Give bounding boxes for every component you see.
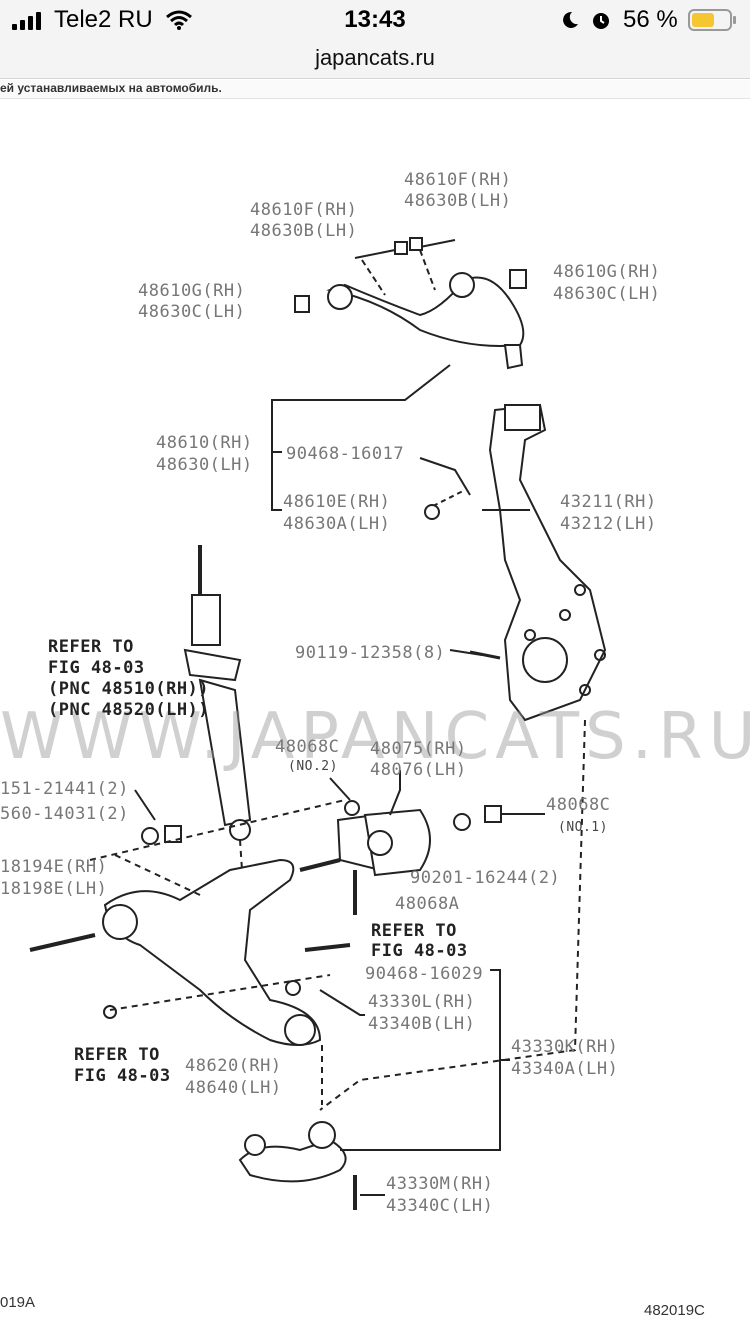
part-label[interactable]: 48630B(LH) xyxy=(250,221,358,241)
part-label[interactable]: 43330M(RH) xyxy=(386,1174,494,1194)
part-note: (NO.2) xyxy=(288,759,338,774)
part-label[interactable]: 90468-16017 xyxy=(286,444,405,464)
moon-icon xyxy=(563,11,578,28)
part-label[interactable]: 43330K(RH) xyxy=(511,1037,619,1057)
part-label[interactable]: 151-21441(2) xyxy=(0,779,129,799)
part-label[interactable]: 48610E(RH) xyxy=(283,492,391,512)
part-label[interactable]: 43330L(RH) xyxy=(368,992,476,1012)
part-label[interactable]: 48630(LH) xyxy=(156,455,253,475)
status-bar: Tele2 RU 13:43 56 % xyxy=(0,0,750,40)
part-label[interactable]: 48610(RH) xyxy=(156,433,253,453)
part-label[interactable]: 48620(RH) xyxy=(185,1056,282,1076)
part-label[interactable]: 48068A xyxy=(395,894,460,914)
part-label[interactable]: 18198E(LH) xyxy=(0,879,108,899)
part-label[interactable]: 48610G(RH) xyxy=(138,281,246,301)
part-label[interactable]: 48630C(LH) xyxy=(138,302,246,322)
status-time: 13:43 xyxy=(344,6,406,33)
part-label[interactable]: 48610F(RH) xyxy=(404,170,512,190)
url-text[interactable]: japancats.ru xyxy=(315,45,435,70)
part-label[interactable]: 48068C xyxy=(546,795,611,815)
refer-label[interactable]: FIG 48-03 xyxy=(371,941,468,961)
part-label[interactable]: 48075(RH) xyxy=(370,739,467,759)
page-banner: ей устанавливаемых на автомобиль. xyxy=(0,80,750,99)
watermark-text: WWW.JAPANCATS.RU xyxy=(0,700,750,774)
part-label[interactable]: 90201-16244(2) xyxy=(410,868,561,888)
part-label[interactable]: 43212(LH) xyxy=(560,514,657,534)
part-label[interactable]: 18194E(RH) xyxy=(0,857,108,877)
refer-label[interactable]: FIG 48-03 xyxy=(74,1066,171,1086)
alarm-icon xyxy=(593,13,609,29)
refer-label[interactable]: REFER TO xyxy=(74,1045,160,1065)
signal-icon xyxy=(12,12,41,30)
figure-code-right: 482019C xyxy=(644,1302,705,1319)
part-label[interactable]: 48640(LH) xyxy=(185,1078,282,1098)
battery-percent: 56 % xyxy=(623,6,678,33)
part-label[interactable]: 48068C xyxy=(275,737,340,757)
suspension-diagram xyxy=(29,237,607,1210)
refer-label[interactable]: (PNC 48510(RH)) xyxy=(48,679,210,699)
wifi-icon xyxy=(166,10,192,30)
part-label[interactable]: 560-14031(2) xyxy=(0,804,129,824)
carrier-name: Tele2 RU xyxy=(54,6,153,33)
part-label[interactable]: 48610G(RH) xyxy=(553,262,661,282)
part-label[interactable]: 48630C(LH) xyxy=(553,284,661,304)
part-label[interactable]: 43340B(LH) xyxy=(368,1014,476,1034)
part-label[interactable]: 43340A(LH) xyxy=(511,1059,619,1079)
part-note: (NO.1) xyxy=(558,820,608,835)
part-label[interactable]: 48630B(LH) xyxy=(404,191,512,211)
part-label[interactable]: 48076(LH) xyxy=(370,760,467,780)
figure-code-left: 019A xyxy=(0,1294,36,1311)
part-label[interactable]: 90119-12358(8) xyxy=(295,643,446,663)
refer-label[interactable]: REFER TO xyxy=(371,921,457,941)
refer-label[interactable]: (PNC 48520(LH)) xyxy=(48,700,210,720)
battery-icon xyxy=(688,9,736,31)
refer-label[interactable]: REFER TO xyxy=(48,637,134,657)
banner-text: ей устанавливаемых на автомобиль. xyxy=(0,81,222,95)
part-label[interactable]: 43340C(LH) xyxy=(386,1196,494,1216)
part-label[interactable]: 48610F(RH) xyxy=(250,200,358,220)
part-label[interactable]: 48630A(LH) xyxy=(283,514,391,534)
refer-label[interactable]: FIG 48-03 xyxy=(48,658,145,678)
part-label[interactable]: 90468-16029 xyxy=(365,964,484,984)
address-bar[interactable]: japancats.ru xyxy=(0,40,750,79)
part-label[interactable]: 43211(RH) xyxy=(560,492,657,512)
